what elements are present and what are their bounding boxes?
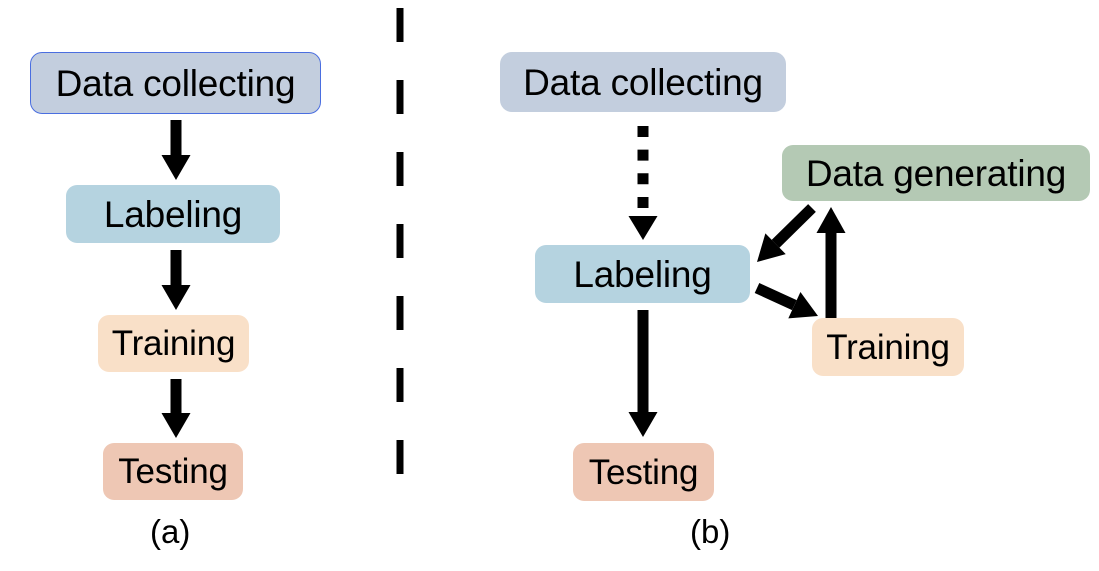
arrow-data-generating-to-labeling-b-shaft [771,204,816,248]
node-testing-b-label: Testing [588,452,699,492]
arrow-labeling-to-training-b-shaft [754,283,797,311]
arrow-training-to-testing-a-head [161,413,191,438]
node-training-a-label: Training [111,324,236,363]
node-training-a[interactable]: Training [98,315,249,372]
arrow-labeling-to-training-b-head [788,291,818,319]
node-labeling-a[interactable]: Labeling [66,185,280,243]
node-labeling-b[interactable]: Labeling [535,245,750,303]
node-testing-b[interactable]: Testing [573,443,714,501]
node-testing-a-label: Testing [118,452,228,491]
arrow-data-collecting-to-labeling-b [628,126,658,240]
arrow-training-to-data-generating-b-head [816,207,846,233]
panel-caption-b: (b) [690,513,731,550]
arrow-data-collecting-to-labeling-a-head [161,155,191,180]
arrow-training-to-data-generating-b [816,207,846,318]
node-data-generating-b[interactable]: Data generating [782,145,1090,201]
arrow-labeling-to-training-b [754,283,818,319]
arrow-labeling-to-training-a [161,250,191,310]
node-training-b-label: Training [826,327,950,367]
node-labeling-a-label: Labeling [103,193,243,235]
node-labeling-b-label: Labeling [573,253,712,295]
arrow-data-collecting-to-labeling-b-head [628,216,658,240]
arrow-data-generating-to-labeling-b-head [757,233,786,262]
node-data-collecting-b[interactable]: Data collecting [500,52,786,112]
panel-caption-a: (a) [150,513,191,550]
node-data-collecting-b-label: Data collecting [523,61,763,103]
arrow-data-generating-to-labeling-b [757,204,816,262]
arrow-labeling-to-testing-b [628,310,658,437]
node-data-generating-b-label: Data generating [805,152,1067,194]
node-data-collecting-a[interactable]: Data collecting [30,52,321,114]
node-testing-a[interactable]: Testing [103,443,243,500]
node-training-b[interactable]: Training [812,318,964,376]
arrow-data-collecting-to-labeling-a [161,120,191,180]
arrow-labeling-to-testing-b-head [628,412,658,437]
arrow-training-to-testing-a [161,379,191,438]
arrow-labeling-to-training-a-head [161,285,191,310]
node-data-collecting-a-label: Data collecting [55,62,296,104]
